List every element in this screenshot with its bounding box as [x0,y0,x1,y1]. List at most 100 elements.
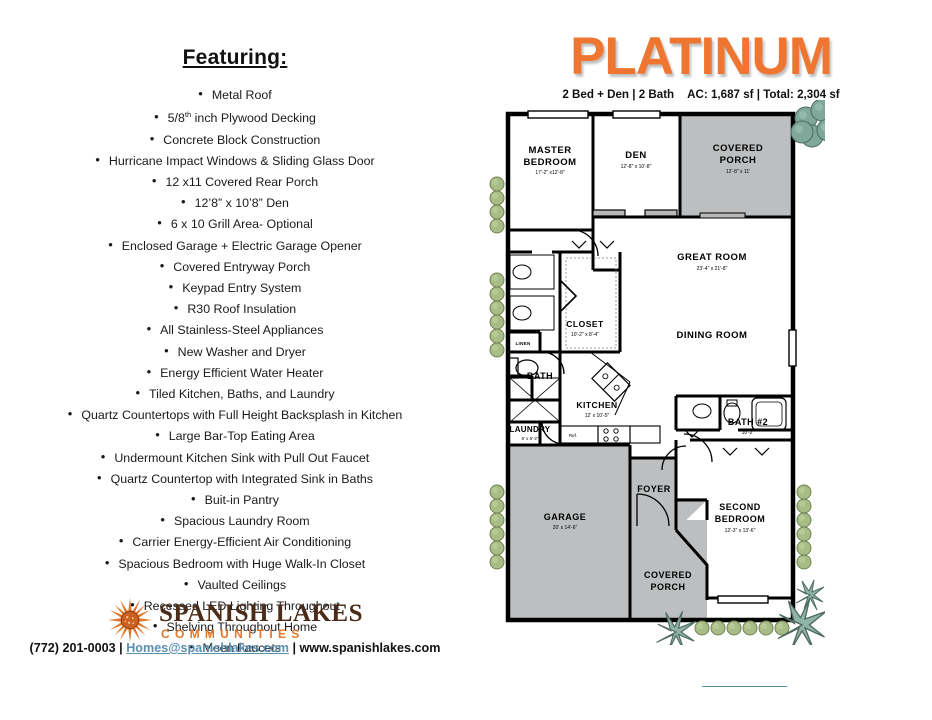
bullet-icon: • [159,257,165,273]
shaded-areas [508,114,793,620]
feature-item: •Energy Efficient Water Heater [0,362,470,383]
bullet-icon: • [157,215,162,231]
svg-text:LINEN: LINEN [516,341,531,346]
feature-text: Quartz Countertops with Full Height Back… [81,408,403,423]
bullet-icon: • [168,278,174,294]
svg-text:BEDROOM: BEDROOM [715,514,766,524]
feature-item: • Metal Roof [0,84,470,105]
room-label-bath: BATH [527,371,553,381]
bullet-icon: • [67,406,73,422]
bullet-icon: • [118,533,124,549]
room-label-covered-porch-rear: COVERED PORCH 12'-8" x 11' [713,143,763,175]
feature-item: •Covered Entryway Porch [0,256,470,277]
phone-number: (772) 201-0003 [29,641,116,655]
svg-text:FOYER: FOYER [637,484,671,494]
feature-text: Hurricane Impact Windows & Sliding Glass… [108,153,375,168]
room-labels: MASTER BEDROOM 17'-2" x12'-8" DEN 12'-8"… [510,143,768,592]
square-footage-label: AC: 1,687 sf | Total: 2,304 sf [687,88,840,101]
bottom-divider-rule [702,686,787,687]
svg-text:GARAGE: GARAGE [544,512,587,522]
doors [541,229,713,527]
feature-text: 6 x 10 Grill Area- Optional [170,217,313,232]
logo-subtitle: COMMUNITIES [160,626,305,641]
feature-item: •R30 Roof Insulation [0,298,470,319]
website-url: www.spanishlakes.com [299,641,441,655]
feature-item: •Tiled Kitchen, Baths, and Laundry [0,383,470,404]
feature-text: 5/8th inch Plywood Decking [167,110,316,126]
room-label-second-bedroom: SECOND BEDROOM 12'-3" x 13'-6" [715,502,766,534]
feature-text: Spacious Bedroom with Huge Walk-In Close… [118,556,366,571]
feature-item: •Spacious Laundry Room [0,510,470,531]
svg-text:GREAT ROOM: GREAT ROOM [677,252,747,263]
room-label-master-bedroom: MASTER BEDROOM 17'-2" x12'-8" [523,145,576,176]
company-logo: SPANISH LAKES COMMUNITIES [0,597,470,643]
feature-item: • Keypad Entry System [0,277,470,298]
room-label-closet: CLOSET 10'-2" x 8'-4" [566,319,604,338]
bullet-icon: • [173,300,179,316]
shrub-row-left-middle [489,272,505,358]
feature-item: •12’8” x 10’8” Den [0,192,470,213]
featuring-heading: Featuring: [182,46,288,69]
feature-item: •Vaulted Ceilings [0,574,470,595]
svg-text:BATH: BATH [527,371,553,381]
feature-text: Moen Faucets [202,641,282,656]
room-label-linen: LINEN [516,341,531,346]
floor-plan-drawing: MASTER BEDROOM 17'-2" x12'-8" DEN 12'-8"… [480,100,825,645]
svg-text:6' x 6'-2": 6' x 6'-2" [521,436,538,441]
feature-item: •Large Bar-Top Eating Area [0,425,470,446]
svg-text:17'-2" x12'-8": 17'-2" x12'-8" [535,170,565,176]
feature-item: • 12 x11 Covered Rear Porch [0,171,470,192]
email-link[interactable]: Homes@spanishlakes.com [126,641,289,655]
feature-item: •All Stainless-Steel Appliances [0,319,470,340]
footer-separator-1: | [115,641,127,655]
feature-text: Buit-in Pantry [204,492,279,507]
features-column: Featuring: • Metal Roof • 5/8th inch Plywoo… [0,46,470,658]
room-label-bath-2: BATH #2 10'-2" [728,417,768,436]
bullet-icon: • [198,86,203,101]
bullet-icon: • [146,321,152,337]
feature-text: Tiled Kitchen, Baths, and Laundry [149,386,335,401]
bullet-icon: • [146,363,152,379]
closet-entry [559,279,578,313]
feature-item: • Moen Faucets [0,637,470,658]
svg-text:SECOND: SECOND [719,502,761,512]
room-label-garage: GARAGE 20' x 14'-6" [544,512,587,531]
svg-text:12'-8" x 11': 12'-8" x 11' [726,169,750,175]
palm-bottom-center [656,610,696,645]
svg-text:Ref.: Ref. [569,433,577,438]
svg-text:12' x 10'-5": 12' x 10'-5" [585,413,610,419]
beds-baths-label: 2 Bed + Den | 2 Bath [562,88,675,101]
feature-text: Spacious Laundry Room [173,514,310,529]
feature-text: 12 x11 Covered Rear Porch [165,174,319,189]
bullet-icon: • [154,109,159,125]
svg-text:CLOSET: CLOSET [566,319,604,329]
bullet-icon: • [188,639,194,655]
bullet-icon: • [97,469,102,485]
room-label-den: DEN 12'-8" x 10'-8" [621,150,652,170]
bullet-icon: • [181,194,186,210]
feature-text: Keypad Entry System [182,280,302,295]
feature-item: •Enclosed Garage + Electric Garage Opene… [0,235,470,256]
contact-footer: (772) 201-0003 | Homes@spanishlakes.com … [0,641,470,655]
feature-item: •Quartz Countertop with Integrated Sink … [0,468,470,489]
palm-small [795,579,825,611]
bullet-icon: • [191,490,196,506]
landscaping [489,100,825,645]
svg-text:DINING ROOM: DINING ROOM [677,330,748,341]
bullet-icon: • [130,597,135,612]
shrub-row-right-lower [796,484,812,570]
feature-text: Undermount Kitchen Sink with Pull Out Fa… [114,450,370,465]
feature-item: •Concrete Block Construction [0,129,470,150]
logo-name: SPANISH LAKES [158,599,363,627]
feature-item: •Hurricane Impact Windows & Sliding Glas… [0,150,470,171]
room-label-covered-porch-front: COVERED PORCH [644,570,692,592]
bullet-icon: • [100,448,106,464]
bullet-icon: • [155,427,160,443]
bullet-icon: • [151,172,157,188]
feature-item: •Spacious Bedroom with Huge Walk-In Clos… [0,553,470,574]
svg-text:12'-8" x 10'-8": 12'-8" x 10'-8" [621,164,652,170]
feature-text: Metal Roof [211,88,272,102]
feature-item: •Recessed LED Lighting Throughout [0,595,470,616]
floor-plan-svg: MASTER BEDROOM 17'-2" x12'-8" DEN 12'-8"… [489,100,825,645]
